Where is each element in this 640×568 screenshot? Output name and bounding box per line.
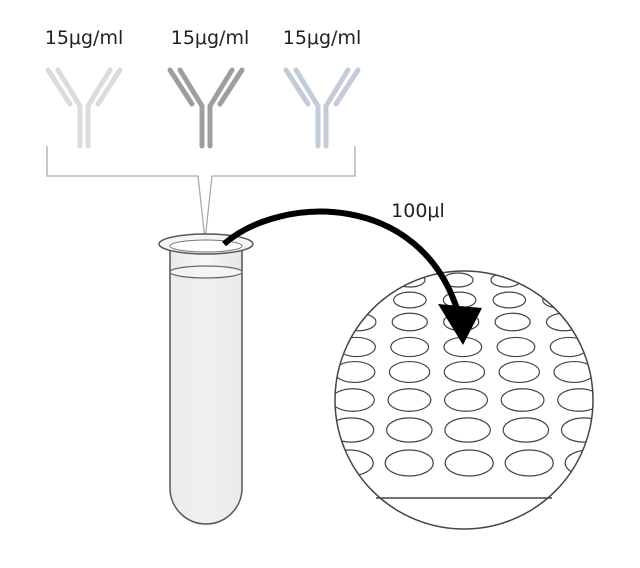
well [444,449,494,477]
antibody-2-icon [167,67,245,149]
well [386,417,433,443]
well [335,417,375,443]
antibody-3-icon [283,67,361,149]
well [443,388,489,412]
well [498,360,541,384]
well [609,362,640,383]
well [285,337,323,356]
antibody-1-concentration: 15μg/ml [45,27,124,49]
well [294,292,327,308]
well [346,272,378,288]
well [299,273,329,287]
well [496,336,536,358]
well [542,291,576,309]
well [390,336,430,358]
well [494,312,531,332]
well [280,362,320,383]
well [603,337,640,356]
well [586,272,593,288]
well [591,291,593,309]
well [620,418,640,442]
well [598,313,633,330]
well [387,388,432,412]
well [504,449,554,477]
well [500,388,545,412]
test-tube [158,233,254,525]
antibody-2-concentration: 15μg/ml [171,27,250,49]
well [343,291,378,309]
well [557,388,593,412]
bracket [46,146,356,241]
transfer-arrow [222,208,482,345]
antibody-3-concentration: 15μg/ml [283,27,362,49]
well [335,360,376,384]
antibody-1-icon [45,67,123,149]
well [492,291,527,309]
well [443,360,486,384]
well [270,418,315,442]
well [538,272,570,288]
well [265,450,313,476]
well [502,417,550,443]
well [560,417,593,443]
well [444,417,491,443]
well [614,389,640,412]
well [275,389,318,412]
well [553,360,593,384]
well [335,388,375,412]
well [388,360,431,384]
well [393,291,427,309]
well [384,449,434,477]
well [625,450,640,476]
well [289,313,324,330]
transfer-volume-label: 100μl [391,200,445,222]
well [391,312,428,332]
